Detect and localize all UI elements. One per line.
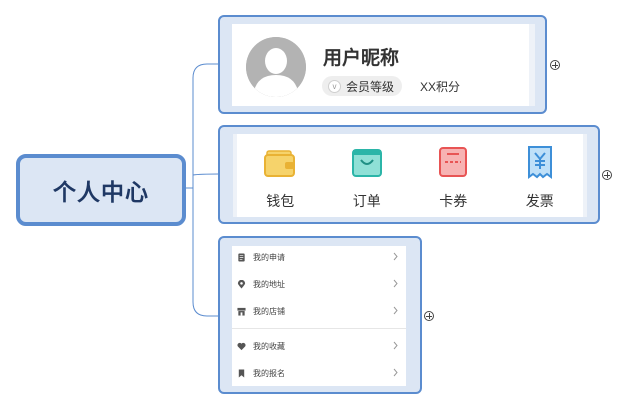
branch-profile[interactable]: 用户昵称 v 会员等级 XX积分: [218, 15, 547, 114]
heart-icon: [237, 342, 246, 350]
vip-icon: v: [328, 79, 341, 93]
list-label-registrations: 我的报名: [253, 368, 285, 378]
grid-label-orders: 订单: [352, 193, 381, 209]
bookmark-icon: [238, 368, 245, 378]
shopping-bag-icon: [351, 149, 382, 177]
points-label: XX积分: [420, 80, 461, 94]
grid-item-orders[interactable]: 订单: [332, 134, 402, 211]
member-level-badge[interactable]: v 会员等级: [322, 76, 403, 96]
chevron-right-icon: [393, 279, 398, 288]
expand-toggle-shortcuts[interactable]: [602, 170, 612, 180]
avatar: [246, 37, 306, 97]
list-item-address[interactable]: 我的地址: [232, 273, 406, 295]
list-label-store: 我的店铺: [253, 306, 285, 316]
list-item-registrations[interactable]: 我的报名: [232, 362, 406, 384]
chevron-right-icon: [393, 368, 398, 377]
list-item-applications[interactable]: 我的申请: [232, 246, 406, 268]
member-level-label: 会员等级: [346, 79, 395, 94]
grid-label-coupons: 卡券: [439, 193, 468, 209]
list-label-address: 我的地址: [253, 279, 285, 289]
grid-label-wallet: 钱包: [266, 193, 295, 209]
list-label-applications: 我的申请: [253, 252, 285, 262]
grid-item-coupons[interactable]: 卡券: [418, 134, 488, 211]
grid-label-invoice: 发票: [525, 193, 554, 209]
chevron-right-icon: [393, 341, 398, 350]
shortcut-grid: 钱包 订单 卡券 发票: [233, 134, 587, 217]
expand-toggle-menu-list[interactable]: [424, 311, 434, 321]
root-node[interactable]: 个人中心: [16, 154, 186, 226]
chevron-right-icon: [393, 252, 398, 261]
menu-list: 我的申请 我的地址 我的店铺 我的收藏: [232, 246, 406, 386]
list-item-favorites[interactable]: 我的收藏: [232, 335, 406, 357]
chevron-right-icon: [393, 306, 398, 315]
user-silhouette-icon: [246, 37, 306, 97]
branch-menu-list[interactable]: 我的申请 我的地址 我的店铺 我的收藏: [218, 236, 422, 394]
grid-item-invoice[interactable]: 发票: [505, 134, 575, 211]
store-icon: [237, 307, 246, 316]
profile-card: 用户昵称 v 会员等级 XX积分: [232, 24, 535, 106]
nickname: 用户昵称: [323, 48, 400, 69]
list-item-store[interactable]: 我的店铺: [232, 300, 406, 322]
branch-shortcuts[interactable]: 钱包 订单 卡券 发票: [218, 125, 600, 224]
list-label-favorites: 我的收藏: [253, 341, 285, 351]
ticket-icon: [439, 147, 468, 177]
root-label: 个人中心: [53, 179, 149, 205]
grid-item-wallet[interactable]: 钱包: [245, 134, 315, 211]
list-divider: [232, 328, 406, 329]
wallet-icon: [264, 150, 296, 177]
invoice-icon: [527, 146, 552, 179]
document-icon: [238, 252, 245, 262]
expand-toggle-profile[interactable]: [550, 60, 560, 70]
location-pin-icon: [237, 279, 246, 289]
